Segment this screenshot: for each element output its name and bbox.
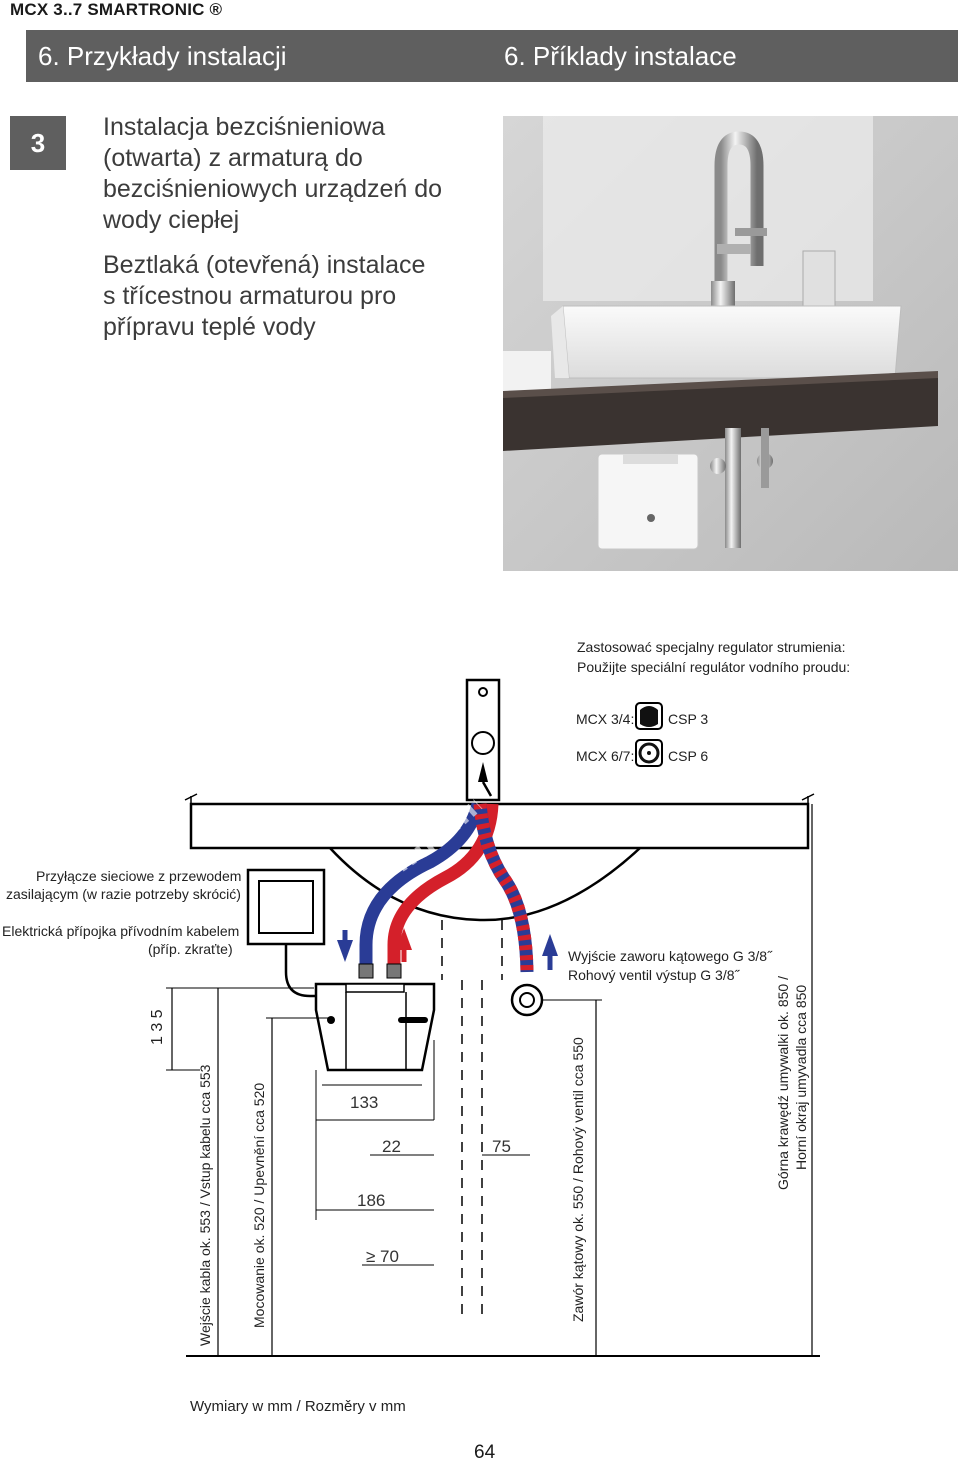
title-cz-line: Beztlaká (otevřená) instalace [103, 251, 426, 279]
dim-133: 133 [350, 1093, 378, 1112]
csp6-aerator-icon [635, 739, 663, 767]
dim-basin-edge-1: Górna krawędź umywalki ok. 850 / [775, 976, 791, 1190]
csp6-label: CSP 6 [668, 748, 708, 764]
dim-186: 186 [357, 1191, 385, 1210]
example-title-cz: Beztlaká (otevřená) instalace s třícestn… [103, 250, 463, 343]
units-note: Wymiary w mm / Rozměry v mm [190, 1398, 406, 1415]
csp3-label: CSP 3 [668, 711, 708, 727]
dim-135: 1 3 5 [149, 1009, 166, 1045]
power-text-pl-1: Przyłącze sieciowe z przewodem [36, 868, 241, 884]
title-pl-line: wody ciepłej [103, 206, 240, 234]
product-photo [503, 116, 958, 571]
dim-mounting: Mocowanie ok. 520 / Upevnění cca 520 [251, 1083, 267, 1328]
basin-outline [184, 793, 815, 922]
valve-text-pl: Wyjście zaworu kątowego G 3/8˝ [568, 948, 773, 964]
section-header-bar [26, 30, 958, 82]
power-text-pl-2: zasilającym (w razie potrzeby skrócić) [6, 886, 241, 902]
valve-text-cz: Rohový ventil výstup G 3/8˝ [568, 967, 741, 983]
angle-valve [510, 983, 544, 1017]
title-cz-line: s třícestnou armaturou pro [103, 282, 397, 310]
title-pl-line: bezciśnieniowych urządzeń do [103, 175, 443, 203]
title-cz-line: přípravu teplé vody [103, 313, 316, 341]
mcx34-label: MCX 3/4: [576, 711, 634, 727]
section-title-pl: 6. Przykłady instalacji [38, 41, 287, 71]
power-text-cz-2: (příp. zkraťte) [148, 941, 233, 957]
example-title-pl: Instalacja bezciśnieniowa (otwarta) z ar… [103, 112, 463, 236]
water-heater-outline [314, 982, 436, 1072]
title-pl-line: Instalacja bezciśnieniowa [103, 113, 386, 141]
installation-diagram: Zastosować specjalny regulator strumieni… [2, 639, 850, 1357]
power-text-cz-1: Elektrická přípojka přívodním kabelem [2, 923, 239, 939]
siphon-dashed-outline [441, 920, 503, 1320]
dim-70: ≥ 70 [366, 1247, 399, 1266]
title-pl-line: (otwarta) z armaturą do [103, 144, 363, 172]
dim-angle-valve: Zawór kątowy ok. 550 / Rohový ventil cca… [570, 1037, 586, 1322]
dim-75: 75 [492, 1137, 511, 1156]
example-number: 3 [10, 116, 66, 170]
dim-basin-edge-2: Horní okraj umyvadla cca 850 [793, 985, 809, 1170]
regulator-text-pl: Zastosować specjalny regulator strumieni… [577, 639, 845, 655]
dim-cable-entry: Wejście kabla ok. 553 / Vstup kabelu cca… [197, 1064, 213, 1346]
section-title-cz: 6. Příklady instalace [504, 41, 737, 71]
product-name: MCX 3..7 SMARTRONIC ® [10, 0, 223, 19]
regulator-text-cz: Použijte speciální regulátor vodního pro… [577, 659, 850, 675]
mcx67-label: MCX 6/7: [576, 748, 634, 764]
page-number: 64 [474, 1442, 496, 1463]
flow-arrows [337, 928, 558, 970]
faucet-outline [465, 678, 501, 802]
csp3-aerator-icon [635, 702, 663, 730]
dim-22: 22 [382, 1137, 401, 1156]
junction-box [246, 868, 345, 998]
hot-cold-hoses [359, 799, 534, 973]
